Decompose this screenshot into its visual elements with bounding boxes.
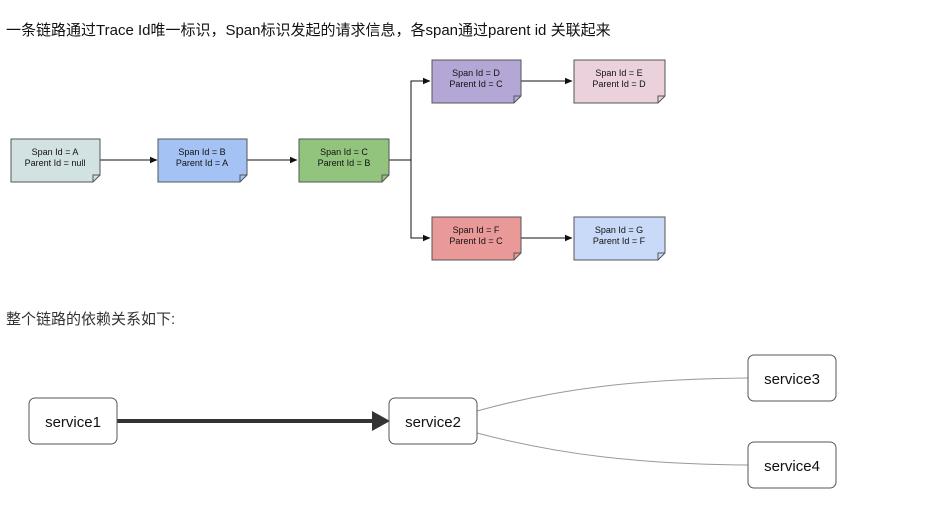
- trace-intro-heading: 一条链路通过Trace Id唯一标识，Span标识发起的请求信息，各span通过…: [6, 22, 611, 39]
- span-node-a: Span Id = A Parent Id = null: [10, 138, 101, 183]
- service-label: service4: [764, 458, 820, 475]
- parent-id-label: Parent Id = A: [176, 158, 228, 168]
- span-connectors: [100, 77, 573, 242]
- connector-c-d: [410, 77, 431, 160]
- span-id-label: Span Id = B: [178, 147, 225, 157]
- service-connectors: [117, 377, 749, 466]
- service-node-service1: service1: [28, 397, 118, 445]
- span-node-b: Span Id = B Parent Id = A: [157, 138, 248, 183]
- span-id-label: Span Id = A: [32, 147, 79, 157]
- parent-id-label: Parent Id = D: [592, 79, 646, 89]
- service-label: service2: [405, 414, 461, 431]
- span-node-e: Span Id = E Parent Id = D: [573, 59, 666, 104]
- span-id-label: Span Id = G: [595, 225, 643, 235]
- span-id-label: Span Id = F: [453, 225, 500, 235]
- parent-id-label: Parent Id = null: [25, 158, 86, 168]
- span-node-f: Span Id = F Parent Id = C: [431, 216, 522, 261]
- span-id-label: Span Id = D: [452, 68, 500, 78]
- parent-id-label: Parent Id = C: [449, 236, 503, 246]
- service-label: service1: [45, 414, 101, 431]
- span-node-d: Span Id = D Parent Id = C: [431, 59, 522, 104]
- parent-id-label: Parent Id = B: [318, 158, 371, 168]
- parent-id-label: Parent Id = F: [593, 236, 646, 246]
- span-id-label: Span Id = C: [320, 147, 368, 157]
- span-node-c: Span Id = C Parent Id = B: [298, 138, 390, 183]
- edge-service2-service3: [476, 377, 749, 412]
- span-node-g: Span Id = G Parent Id = F: [573, 216, 666, 261]
- parent-id-label: Parent Id = C: [449, 79, 503, 89]
- service-node-service4: service4: [747, 441, 837, 489]
- edge-service1-service2-arrowhead: [372, 411, 390, 431]
- connector-c-f: [410, 160, 431, 242]
- service-node-service2: service2: [388, 397, 478, 445]
- dependency-intro-heading: 整个链路的依赖关系如下:: [6, 311, 176, 328]
- service-node-service3: service3: [747, 354, 837, 402]
- edge-service2-service4: [476, 432, 749, 466]
- service-label: service3: [764, 371, 820, 388]
- span-id-label: Span Id = E: [595, 68, 642, 78]
